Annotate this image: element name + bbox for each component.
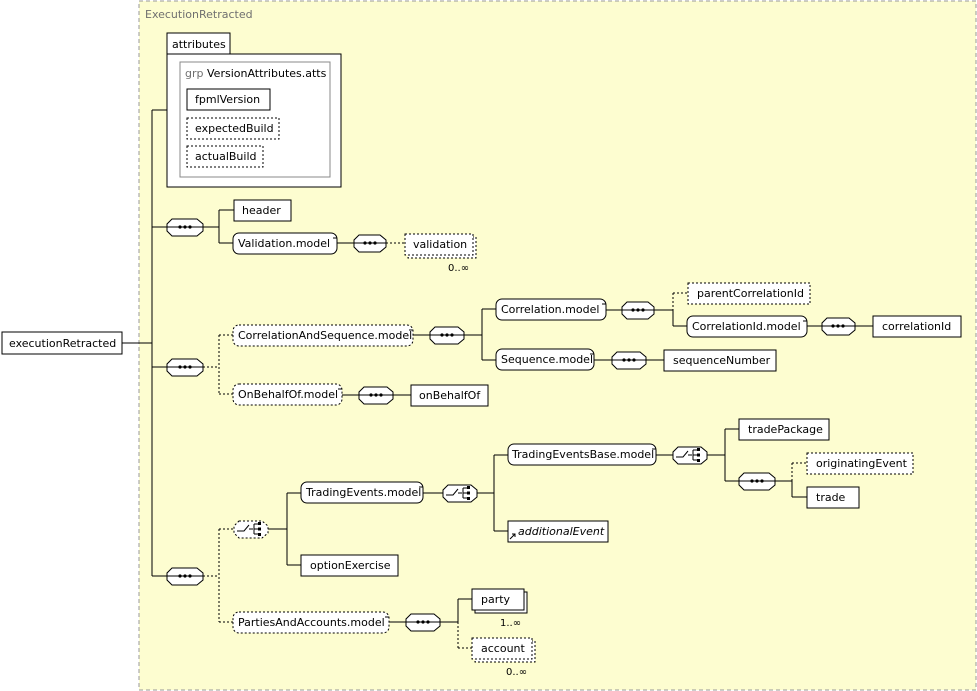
sequence-compositor-icon	[821, 317, 856, 336]
group-parties-and-accounts-model[interactable]: PartiesAndAccounts.model	[232, 611, 390, 634]
attribute-expectedBuild[interactable]: expectedBuild	[186, 117, 280, 140]
element-party[interactable]: party	[471, 588, 528, 614]
sequence-compositor-icon	[429, 326, 465, 345]
element-sequence-number[interactable]: sequenceNumber	[663, 349, 777, 372]
svg-text:trade: trade	[816, 491, 846, 504]
svg-text:party: party	[481, 593, 511, 606]
svg-text:actualBuild: actualBuild	[195, 150, 256, 163]
element-account[interactable]: account	[471, 637, 536, 663]
element-trade-package[interactable]: tradePackage	[738, 418, 830, 441]
element-additional-event[interactable]: additionalEvent	[507, 520, 609, 543]
sequence-compositor-icon	[621, 301, 655, 320]
element-header[interactable]: header	[233, 199, 292, 222]
svg-text:correlationId: correlationId	[882, 320, 951, 333]
attributes-tab[interactable]: attributes	[166, 32, 231, 56]
seq7-connectors	[440, 598, 472, 649]
svg-text:header: header	[242, 204, 281, 217]
group-validation-model[interactable]: Validation.model	[232, 232, 338, 255]
seq2-connectors	[203, 334, 233, 395]
element-correlation-id[interactable]: correlationId	[872, 315, 962, 338]
root-element[interactable]: executionRetracted	[1, 331, 123, 355]
sequence-compositor-icon	[166, 218, 204, 237]
svg-text:originatingEvent: originatingEvent	[816, 457, 908, 470]
svg-text:Correlation.model: Correlation.model	[501, 303, 599, 316]
svg-text:attributes: attributes	[172, 38, 226, 51]
attribute-fpmlVersion[interactable]: fpmlVersion	[186, 88, 271, 111]
validation-cardinality: 0..∞	[448, 263, 469, 274]
svg-text:additionalEvent: additionalEvent	[518, 525, 605, 538]
seq6-connectors	[775, 462, 807, 498]
svg-text:account: account	[481, 642, 526, 655]
account-cardinality: 0..∞	[506, 667, 527, 678]
element-originating-event[interactable]: originatingEvent	[806, 452, 914, 475]
svg-text:OnBehalfOf.model: OnBehalfOf.model	[238, 388, 338, 401]
choice-compositor-icon	[672, 446, 708, 465]
sequence-compositor-icon	[358, 386, 394, 405]
element-on-behalf-of[interactable]: onBehalfOf	[410, 384, 489, 407]
group-prefix: grp	[185, 67, 204, 80]
group-correlation-and-sequence-model[interactable]: CorrelationAndSequence.model	[232, 324, 414, 347]
group-on-behalf-of-model[interactable]: OnBehalfOf.model	[232, 383, 343, 406]
group-trading-events-model[interactable]: TradingEvents.model	[300, 481, 424, 504]
choice-compositor-icon	[442, 484, 478, 503]
group-trading-events-base-model[interactable]: TradingEventsBase.model	[507, 443, 657, 466]
svg-text:sequenceNumber: sequenceNumber	[673, 354, 771, 367]
sequence-compositor-icon	[166, 358, 204, 377]
element-trade[interactable]: trade	[806, 486, 860, 509]
sequence-compositor-icon	[611, 351, 647, 370]
group-sequence-model[interactable]: Sequence.model	[495, 348, 595, 371]
root-connectors	[122, 109, 167, 577]
choice3-connectors	[707, 428, 739, 482]
group-correlation-id-model[interactable]: CorrelationId.model	[686, 315, 808, 338]
element-validation[interactable]: validation	[404, 233, 477, 259]
svg-text:Sequence.model: Sequence.model	[501, 353, 593, 366]
seq1-connectors	[203, 209, 234, 244]
svg-text:TradingEventsBase.model: TradingEventsBase.model	[511, 448, 654, 461]
seq3-connectors	[464, 308, 496, 361]
svg-text:CorrelationAndSequence.model: CorrelationAndSequence.model	[238, 329, 412, 342]
element-option-exercise[interactable]: optionExercise	[300, 554, 399, 577]
svg-text:validation: validation	[413, 238, 467, 251]
svg-text:tradePackage: tradePackage	[748, 423, 823, 436]
sequence-compositor-icon	[166, 567, 204, 586]
group-correlation-model[interactable]: Correlation.model	[495, 298, 607, 321]
attribute-actualBuild[interactable]: actualBuild	[186, 145, 264, 168]
svg-text:fpmlVersion: fpmlVersion	[195, 93, 260, 106]
choice2-connectors	[477, 454, 508, 532]
svg-text:CorrelationId.model: CorrelationId.model	[692, 320, 801, 333]
choice1-connectors	[268, 492, 301, 566]
svg-text:optionExercise: optionExercise	[310, 559, 391, 572]
svg-text:PartiesAndAccounts.model: PartiesAndAccounts.model	[238, 616, 385, 629]
sequence-compositor-icon	[353, 234, 387, 253]
seq4-connectors	[654, 292, 687, 327]
svg-text:onBehalfOf: onBehalfOf	[419, 389, 481, 402]
element-parent-correlation-id[interactable]: parentCorrelationId	[687, 282, 811, 305]
svg-text:Validation.model: Validation.model	[238, 237, 330, 250]
choice-compositor-icon	[233, 520, 269, 539]
sequence-compositor-icon	[738, 472, 776, 491]
svg-text:parentCorrelationId: parentCorrelationId	[697, 287, 804, 300]
group-name: VersionAttributes.atts	[207, 67, 327, 80]
sequence-compositor-icon	[405, 613, 441, 632]
party-cardinality: 1..∞	[500, 618, 521, 629]
svg-text:TradingEvents.model: TradingEvents.model	[305, 486, 421, 499]
svg-text:executionRetracted: executionRetracted	[9, 337, 116, 350]
seq5-connectors	[203, 528, 234, 623]
container-title: ExecutionRetracted	[145, 8, 253, 21]
svg-text:expectedBuild: expectedBuild	[195, 122, 274, 135]
